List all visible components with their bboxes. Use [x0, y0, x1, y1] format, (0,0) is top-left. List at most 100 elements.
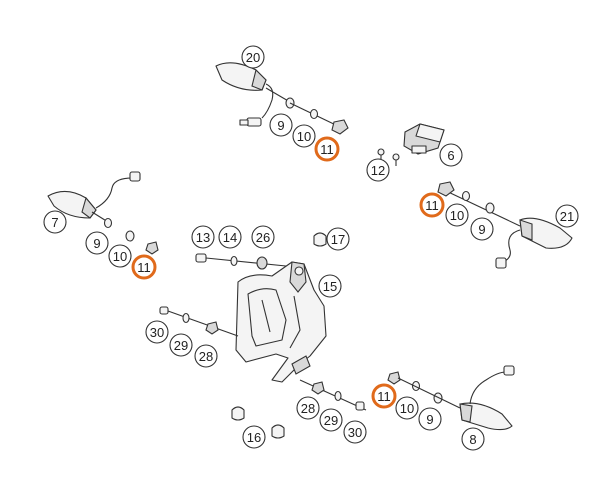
callout-26: 26 — [251, 225, 275, 249]
callout-circle — [43, 210, 67, 234]
callout-circle — [319, 408, 343, 432]
callout-circle — [85, 231, 109, 255]
callout-9: 9 — [269, 113, 293, 137]
callout-29: 29 — [319, 408, 343, 432]
callout-number: 13 — [196, 230, 210, 245]
callout-circle — [314, 136, 340, 162]
callout-17: 17 — [326, 227, 350, 251]
headlight-bracket-15 — [235, 261, 327, 383]
callout-circle — [194, 344, 218, 368]
callout-10: 10 — [292, 124, 316, 148]
callout-circle — [326, 227, 350, 251]
callout-number: 9 — [93, 236, 100, 251]
turn-signal-rear-left — [459, 365, 515, 431]
callout-9: 9 — [418, 407, 442, 431]
callout-number: 17 — [331, 232, 345, 247]
mount-hardware-top — [285, 97, 349, 135]
callout-number: 10 — [450, 208, 464, 223]
callout-number: 9 — [277, 118, 284, 133]
callout-29: 29 — [169, 333, 193, 357]
callout-number: 30 — [150, 325, 164, 340]
callout-number: 11 — [137, 260, 151, 275]
callout-13: 13 — [191, 225, 215, 249]
callout-number: 10 — [113, 249, 127, 264]
callout-number: 15 — [323, 279, 337, 294]
callout-circle — [191, 225, 215, 249]
callout-number: 29 — [324, 413, 338, 428]
callout-number: 11 — [320, 142, 334, 157]
bolt-assembly-13-14-26 — [195, 253, 287, 270]
callout-12: 12 — [366, 158, 390, 182]
callout-11-highlighted: 11 — [131, 254, 157, 280]
callout-circle — [269, 113, 293, 137]
callout-number: 10 — [400, 401, 414, 416]
mount-hardware-left — [103, 217, 159, 255]
callout-number: 8 — [469, 432, 476, 447]
callout-28: 28 — [194, 344, 218, 368]
callout-number: 11 — [425, 198, 439, 213]
bolt-set-left — [159, 306, 239, 337]
callout-circle — [418, 407, 442, 431]
callout-16: 16 — [242, 425, 266, 449]
callout-number: 10 — [297, 129, 311, 144]
callout-number: 16 — [247, 430, 261, 445]
callout-21: 21 — [555, 204, 579, 228]
callout-number: 9 — [478, 222, 485, 237]
callout-9: 9 — [470, 217, 494, 241]
callout-6: 6 — [439, 143, 463, 167]
callout-28: 28 — [296, 396, 320, 420]
grommets-16 — [231, 406, 285, 439]
callout-circle — [242, 425, 266, 449]
callout-14: 14 — [218, 225, 242, 249]
callout-circle — [343, 420, 367, 444]
callout-circle — [366, 158, 390, 182]
callout-7: 7 — [43, 210, 67, 234]
callout-circle — [108, 244, 132, 268]
callout-30: 30 — [145, 320, 169, 344]
callout-circle — [419, 192, 445, 218]
callout-circle — [318, 274, 342, 298]
mount-hardware-bottom-right — [387, 371, 461, 409]
callout-number: 20 — [246, 50, 260, 65]
callout-15: 15 — [318, 274, 342, 298]
callout-8: 8 — [461, 427, 485, 451]
callout-number: 12 — [371, 163, 385, 178]
callout-circle — [169, 333, 193, 357]
spacer-17 — [313, 232, 327, 247]
callout-circle — [145, 320, 169, 344]
callout-number: 28 — [301, 401, 315, 416]
callout-circle — [555, 204, 579, 228]
callout-circle — [218, 225, 242, 249]
callout-11-highlighted: 11 — [314, 136, 340, 162]
callout-layer: 20 9 10 11 6 12 11 10 9 21 7 9 10 11 13 14 26 17 15 30 29 28 1… — [43, 45, 579, 451]
callout-number: 21 — [560, 209, 574, 224]
callout-9: 9 — [85, 231, 109, 255]
callout-10: 10 — [445, 203, 469, 227]
callout-circle — [292, 124, 316, 148]
callout-number: 6 — [447, 148, 454, 163]
callout-number: 28 — [199, 349, 213, 364]
callout-number: 30 — [348, 425, 362, 440]
mount-hardware-right — [437, 181, 495, 214]
callout-circle — [461, 427, 485, 451]
callout-circle — [439, 143, 463, 167]
callout-number: 29 — [174, 338, 188, 353]
callout-number: 9 — [426, 412, 433, 427]
callout-circle — [395, 396, 419, 420]
callout-number: 26 — [256, 230, 270, 245]
turn-signal-front-right — [47, 171, 141, 223]
callout-11-highlighted: 11 — [419, 192, 445, 218]
callout-circle — [445, 203, 469, 227]
callout-number: 11 — [377, 389, 391, 404]
callout-circle — [251, 225, 275, 249]
callout-circle — [470, 217, 494, 241]
callout-circle — [241, 45, 265, 69]
callout-number: 7 — [51, 215, 58, 230]
callout-11-highlighted: 11 — [371, 383, 397, 409]
license-light — [403, 123, 445, 155]
callout-number: 14 — [223, 230, 237, 245]
screws-12 — [377, 148, 400, 166]
callout-10: 10 — [108, 244, 132, 268]
